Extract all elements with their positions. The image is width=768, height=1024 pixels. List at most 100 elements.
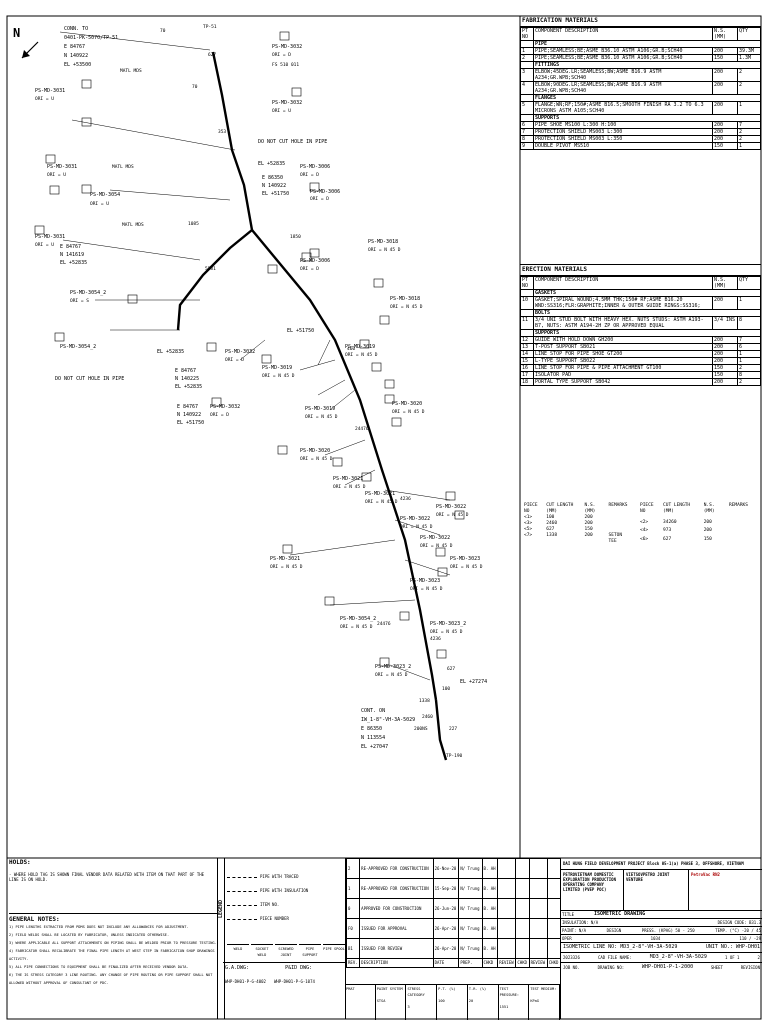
revision-cell: N/ Trung — [458, 918, 483, 939]
orientation-label: ORI = N 45 D — [305, 414, 338, 420]
revision-cell: B. AH — [481, 938, 499, 959]
cell: 10 — [520, 296, 534, 310]
bottom-val: STSA — [376, 999, 386, 1003]
connection-top: E 84767 — [64, 44, 85, 50]
bottom-val: 100 — [438, 999, 445, 1003]
coord-d: E 84767 — [177, 404, 198, 410]
orientation-label: ORI = N 45 D — [300, 456, 333, 462]
plot-date-1: 2023326 — [563, 955, 580, 960]
fab-h-desc: COMPONENT DESCRIPTION — [533, 27, 713, 41]
pipe-label: PS-MD-3032 — [225, 349, 255, 355]
cut-cell: 973 — [663, 528, 672, 534]
revision-cell: B. AH — [481, 858, 499, 879]
cut-cell: 34260 — [663, 519, 677, 525]
drawing-no: WHP-DH01-P-1-2000 — [641, 964, 694, 970]
sheet-label: SHEET — [710, 965, 723, 970]
general-note: 3) WHERE APPLICABLE ALL SUPPORT ATTACHME… — [9, 941, 217, 945]
general-note: 6) THE IS STRESS CATEGORY 3 LINE ROUTING… — [9, 973, 213, 985]
revision-cell: N/ Trung — [458, 858, 483, 879]
cut-cell: <5> — [524, 527, 533, 532]
cell: PIPE SHOE MS100 L:300 H:100 — [533, 121, 713, 129]
holds-title: HOLDS: — [9, 859, 31, 866]
pipe-label: PS-MD-3022 — [436, 504, 466, 510]
pipe-label: PS-MD-3054 — [90, 192, 120, 198]
pipe-label: PS-MD-3006 — [300, 164, 330, 170]
cell: 2 — [737, 128, 761, 136]
legend-item: PIECE NUMBER — [260, 916, 289, 921]
unit-no: UNIT NO.: WHP-DH01 — [705, 944, 760, 950]
erec-h-qty: QTY — [737, 276, 761, 290]
erec-h-pt: PT NO — [520, 276, 534, 290]
fabrication-materials-table: FABRICATION MATERIALS PT NO COMPONENT DE… — [520, 16, 761, 150]
cell: PROTECTION SHIELD MS003 L:300 — [533, 128, 713, 136]
group-name: SUPPORTS — [533, 114, 761, 122]
pipe-label: PS-MD-3054_2 — [340, 616, 376, 622]
cut-cell: 200 — [703, 519, 712, 525]
fab-h-pt: PT NO — [520, 27, 534, 41]
orientation-label: ORI = N 45 D — [262, 373, 295, 379]
bottom-head: STRESS CATEGORY — [407, 987, 425, 997]
revision-cell: RE-APPROVED FOR CONSTRUCTION — [359, 878, 434, 899]
cell: 2 — [737, 68, 761, 82]
oper-temp: 110 / -29 — [739, 936, 761, 941]
revision-cell: F0 — [345, 918, 361, 939]
orientation-label: ORI = N 45 D — [390, 304, 423, 310]
cut-header: PIECE NO — [524, 503, 538, 514]
pipe-label: PS-MD-3019 — [262, 365, 292, 371]
coord-b: EL +52835 — [60, 260, 87, 266]
paint: PAINT: N/A — [562, 928, 587, 933]
revision-cell: 26-Jun-20 — [432, 898, 460, 919]
cell: DOUBLE PIVOT MS510 — [533, 142, 713, 150]
elevation-label: EL +52835 — [258, 161, 285, 167]
oper-press: 1034 — [650, 936, 661, 941]
cell: 200 — [712, 128, 738, 136]
cell: LINE STOP FOR PIPE SHOE GT200 — [533, 350, 713, 358]
cell: 200 — [712, 343, 738, 351]
cell: FLANGE;WN;RF;150#;ASME B16.5;SMOOTH FINI… — [533, 101, 713, 115]
revision-cell: 0 — [345, 898, 361, 919]
cell: 8 — [737, 316, 761, 330]
pipe-label: PS-MD-3020 — [392, 401, 422, 407]
revision-header: REV. — [345, 958, 361, 968]
revision-cell: 2 — [345, 858, 361, 879]
symbol-label: SCREWED JOINT — [278, 947, 294, 957]
symbol-label: PIPE SPOOL — [323, 947, 345, 951]
pipe-label: PS-MD-3023 — [450, 556, 480, 562]
note-no-cut-hole: DO NOT CUT HOLE IN PIPE — [258, 139, 327, 145]
cell: T-POST SUPPORT SB021 — [533, 343, 713, 351]
symbol-label: WELD — [233, 947, 243, 951]
orientation-label: ORI = U — [35, 242, 54, 248]
revision-header: REVIEW — [497, 958, 517, 968]
cell: 11 — [520, 316, 534, 330]
general-note: 5) ALL PIPE CONNECTIONS TO EQUIPMENT SHA… — [9, 965, 189, 969]
dimension-label: 24476 — [355, 426, 369, 432]
pipe-label: PS-MD-3054_2 — [60, 344, 96, 350]
dimension-label: 2460 — [422, 714, 433, 720]
ga-dwg-value: WHP-DH01-P-G-4002 — [225, 979, 266, 984]
cell: 2 — [737, 364, 761, 372]
leader-lines — [59, 31, 451, 681]
pipe-label: PS-MD-3019 — [305, 406, 335, 412]
cell: PORTAL TYPE SUPPORT SB042 — [533, 378, 713, 386]
general-note: 4) FABRICATOR SHALL RECALIBRATE THE FINA… — [9, 949, 215, 961]
group-name: GASKETS — [533, 289, 761, 297]
connection-bottom: CONT. ON — [361, 708, 385, 714]
group-name: FITTINGS — [533, 61, 761, 69]
cell: GUIDE WITH HOLD DOWN GH200 — [533, 336, 713, 344]
pipe-label: PS-MD-3022 — [420, 535, 450, 541]
revision-header: PREP. — [458, 958, 483, 968]
revision-header: DESCRIPTION — [359, 958, 434, 968]
cut-header: N.S. (MM) — [584, 503, 596, 514]
cell: 1.3M — [737, 54, 761, 62]
